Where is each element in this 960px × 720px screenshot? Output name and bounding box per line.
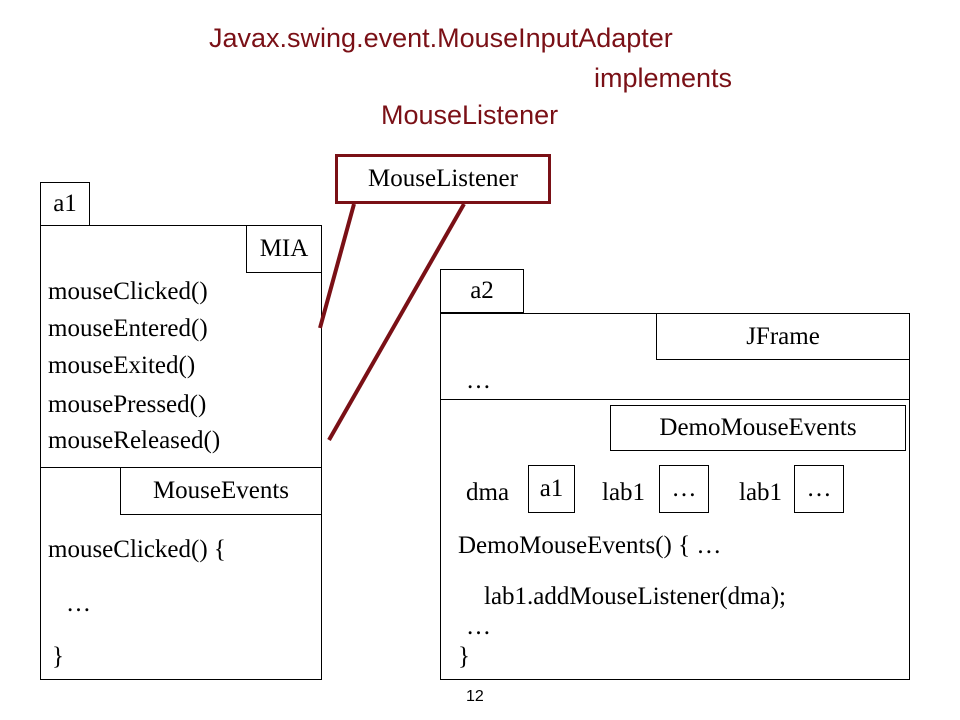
mia-label-box: MIA <box>246 225 322 273</box>
method-mousepressed: mousePressed() <box>48 391 207 418</box>
connector-line-to-mouseentered <box>318 203 356 329</box>
mouseevents-label: MouseEvents <box>152 477 290 504</box>
a1-name: a1 <box>53 190 77 217</box>
jframe-label: JFrame <box>746 322 820 350</box>
title-line-1: Javax.swing.event.MouseInputAdapter <box>209 23 673 53</box>
demomouseevents-label: DemoMouseEvents <box>659 414 857 441</box>
field-dma-value-box: a1 <box>528 465 575 513</box>
field-lab1-b-value: … <box>806 475 832 502</box>
demomouseevents-label-box: DemoMouseEvents <box>610 405 906 451</box>
a1-name-tab: a1 <box>40 182 90 226</box>
mouseevents-label-box: MouseEvents <box>120 467 322 515</box>
body-ellipsis: … <box>66 590 91 617</box>
field-dma-value: a1 <box>539 475 564 502</box>
field-lab1-b-value-box: … <box>794 465 844 513</box>
ctor-add-listener: lab1.addMouseListener(dma); <box>484 583 786 610</box>
mia-label: MIA <box>259 235 309 262</box>
title-line-3: MouseListener <box>381 100 559 130</box>
method-mouseclicked: mouseClicked() <box>48 278 208 305</box>
ctor-signature: DemoMouseEvents() { … <box>458 532 722 559</box>
mouselistener-label: MouseListener <box>368 165 518 192</box>
field-lab1-a-value-box: … <box>659 465 709 513</box>
mouselistener-box: MouseListener <box>335 154 551 204</box>
page-number: 12 <box>466 688 484 705</box>
field-lab1-b-label: lab1 <box>739 479 783 506</box>
body-close-brace: } <box>52 643 64 670</box>
ctor-ellipsis: … <box>466 613 491 640</box>
field-lab1-a-label: lab1 <box>602 479 646 506</box>
method-mousereleased: mouseReleased() <box>48 427 221 454</box>
a2-name-tab: a2 <box>440 269 524 313</box>
body-mouseclicked: mouseClicked() { <box>48 536 226 563</box>
jframe-label-box: JFrame <box>656 313 910 360</box>
jframe-ellipsis: … <box>466 367 491 394</box>
method-mouseexited: mouseExited() <box>48 352 196 379</box>
method-mouseentered: mouseEntered() <box>48 315 208 342</box>
field-dma-label: dma <box>466 479 510 506</box>
a2-name: a2 <box>470 277 494 304</box>
title-line-2: implements <box>594 63 733 93</box>
field-lab1-a-value: … <box>671 475 697 502</box>
ctor-close-brace: } <box>458 643 470 670</box>
